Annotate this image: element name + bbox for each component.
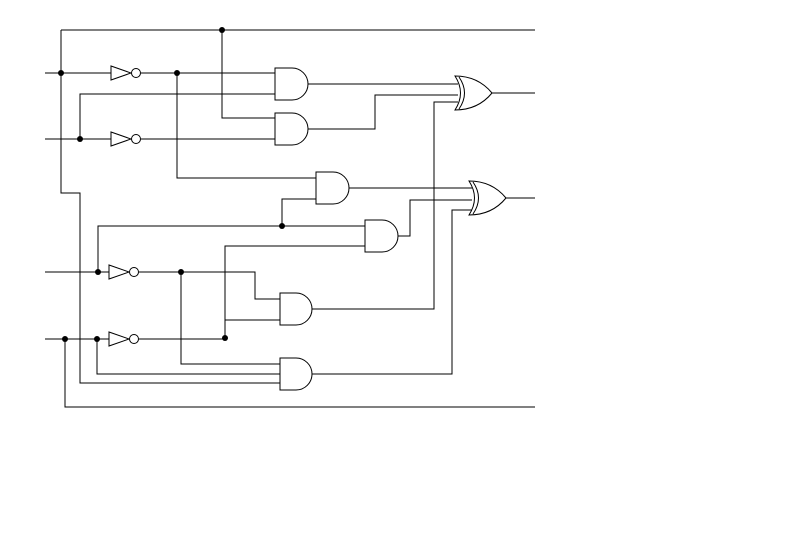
wire-not3-out [139, 271, 280, 300]
wire-input2-branch [79, 93, 275, 139]
wire-top-branch [221, 30, 275, 119]
wire-not3-branch [180, 272, 280, 365]
wire-left-vertical-a [60, 30, 280, 384]
wire-input4-bottom [64, 339, 535, 408]
wire-and4-or2 [398, 199, 472, 237]
and-gate-1 [274, 67, 309, 101]
not-gate-3 [108, 264, 139, 280]
or-gate-1 [454, 75, 493, 111]
not-gate-1 [110, 65, 141, 81]
wire-input3-bus [97, 225, 365, 272]
junction-dot [58, 70, 64, 76]
wire-and6-or2 [312, 209, 472, 375]
not-gate-2 [110, 131, 141, 147]
and-gate-3 [315, 171, 350, 205]
junction-dot [178, 269, 184, 275]
and-gate-5 [279, 292, 313, 326]
junction-dot [222, 335, 228, 341]
and-gates [274, 67, 399, 391]
wire-input4-branch [96, 339, 280, 375]
wires [45, 29, 535, 408]
or-gate-2-back [472, 181, 479, 215]
junction-dot [95, 269, 101, 275]
junction-dot [77, 136, 83, 142]
not-gate-4 [108, 331, 139, 347]
junction-dot [279, 223, 285, 229]
or-gate-2 [468, 180, 507, 216]
wire-and4-in2 [224, 245, 365, 338]
wire-and2-or1 [308, 94, 458, 130]
junction-dot [94, 336, 100, 342]
wire-not4-out [139, 319, 280, 340]
and-gate-6 [279, 357, 313, 391]
junction-dots [58, 27, 285, 342]
wire-not1-branch [176, 73, 316, 179]
wire-and3-in2 [281, 198, 316, 226]
and-gate-4 [364, 219, 399, 253]
junction-dot [174, 70, 180, 76]
wire-and5-or1 [312, 101, 458, 310]
not-gates [108, 65, 141, 347]
or-gates [454, 75, 507, 216]
and-gate-2 [274, 112, 309, 146]
junction-dot [219, 27, 225, 33]
junction-dot [62, 336, 68, 342]
or-gate-1-back [458, 76, 465, 110]
